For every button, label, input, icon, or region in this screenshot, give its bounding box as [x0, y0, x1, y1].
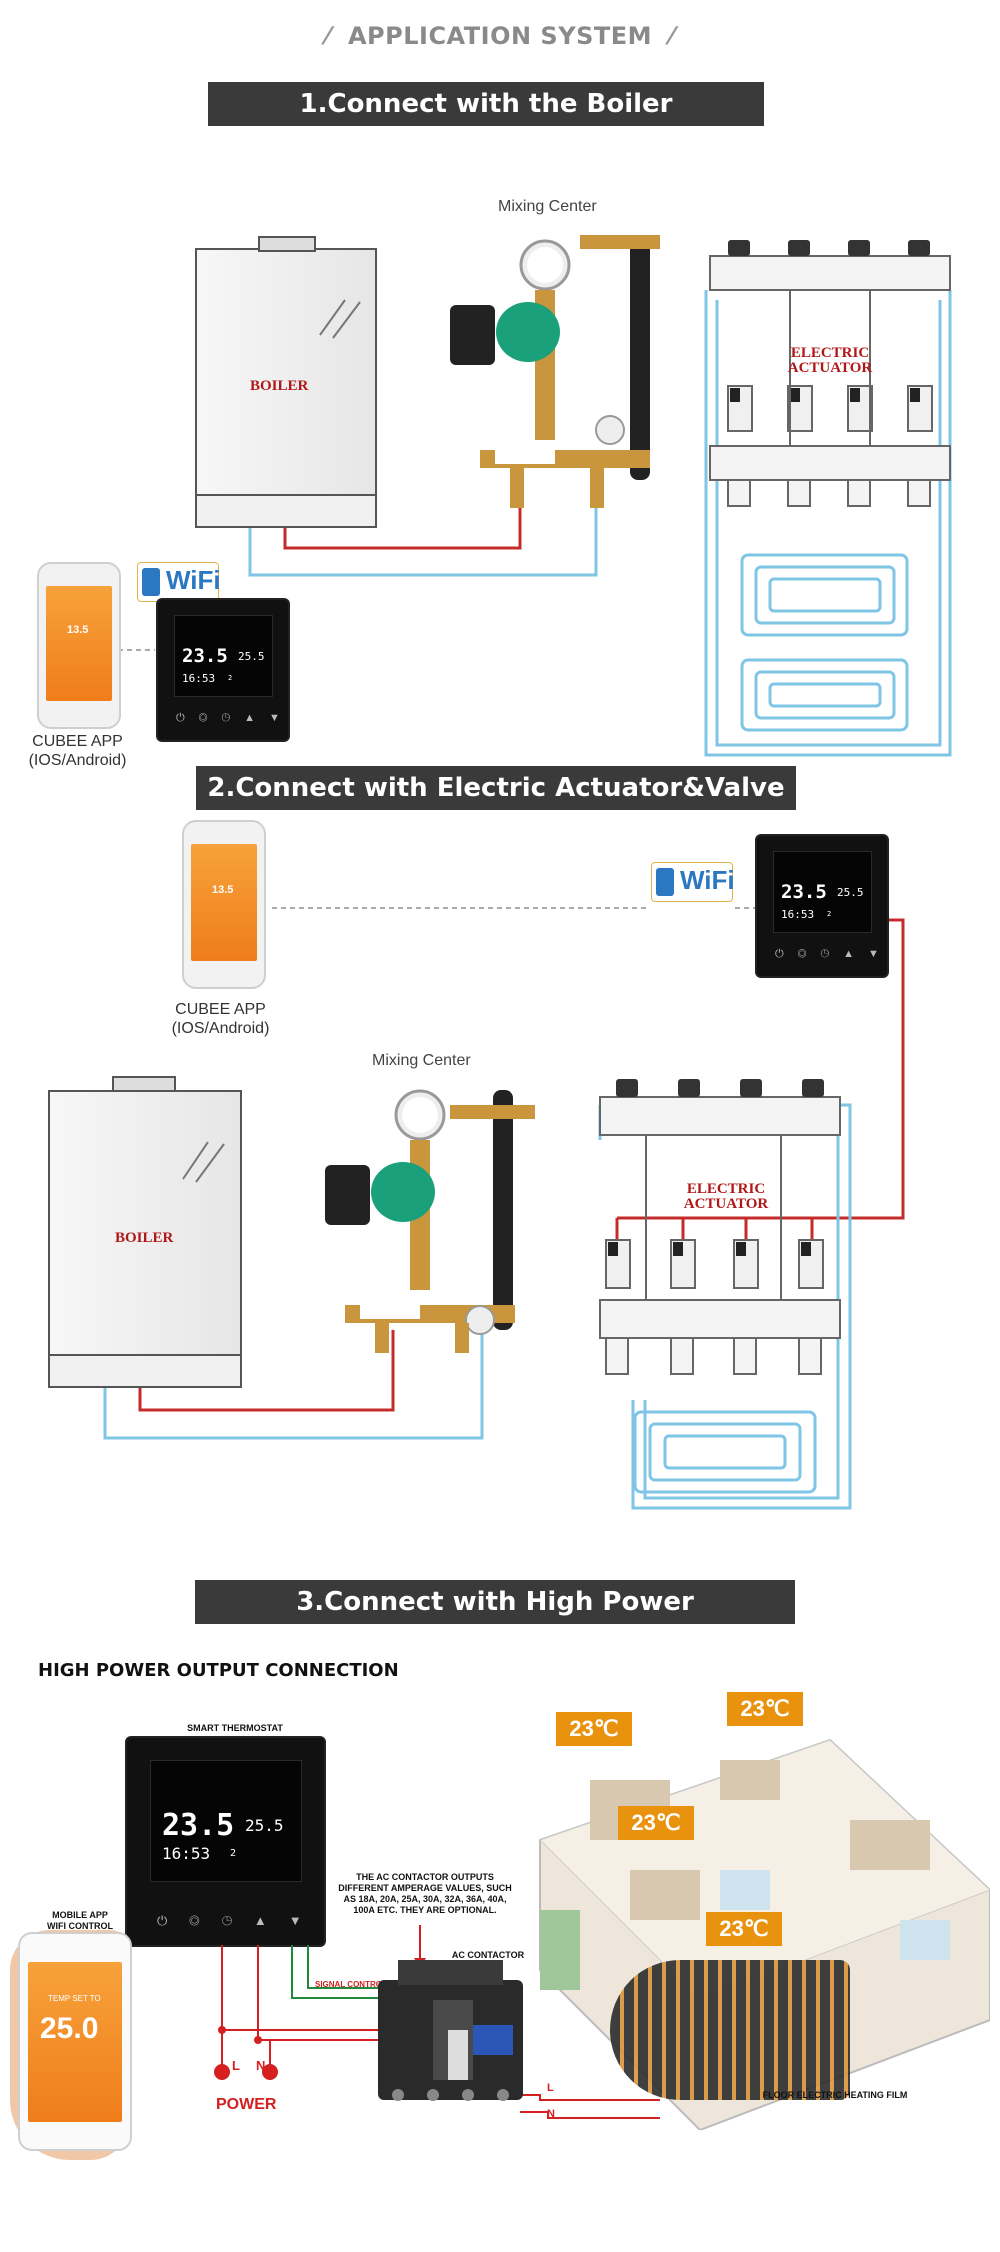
smart-thermostat-label: SMART THERMOSTAT [187, 1723, 283, 1733]
electric-actuator-label-2: ELECTRIC ACTUATOR [683, 1181, 769, 1212]
thermostat-buttons-1: ⏻◎◷▲▼ [176, 712, 294, 724]
manifold-1 [709, 240, 951, 507]
app-caption-1: CUBEE APP (IOS/Android) [20, 732, 135, 770]
boiler-top-1 [258, 236, 316, 252]
boiler-glass-icon [319, 299, 361, 339]
thermostat-day-2: 2 [827, 910, 832, 918]
thermostat-temp-1: 23.5 [182, 645, 228, 667]
phone-icon [142, 568, 160, 596]
thermostat-temp-2: 23.5 [781, 881, 827, 903]
pipes-section-1 [118, 290, 952, 757]
wifi-text-2: WiFi [680, 865, 735, 895]
section-3-header: 3.Connect with High Power [195, 1580, 795, 1624]
contactor-note: THE AC CONTACTOR OUTPUTS DIFFERENT AMPER… [338, 1872, 512, 1915]
phone-app-2: 13.5 [182, 820, 266, 989]
phone-app-1: 13.5 [37, 562, 121, 729]
section-1-header: 1.Connect with the Boiler [208, 82, 764, 126]
label-L: L [232, 2058, 240, 2073]
boiler-top-2 [112, 1076, 176, 1092]
app-name-1: CUBEE APP [32, 733, 123, 750]
mixing-center-label-1: Mixing Center [498, 198, 597, 215]
power-label: POWER [216, 2096, 277, 2113]
thermostat-time-2: 16:53 [781, 908, 815, 921]
app-name-2: CUBEE APP [175, 1001, 266, 1018]
thermostat-set-2: 25.5 [837, 886, 864, 899]
phone-screen-1 [46, 586, 112, 701]
boiler-unit-2: BOILER [48, 1090, 242, 1388]
wifi-text-1: WiFi [166, 565, 221, 595]
thermostat-screen-2 [773, 851, 872, 933]
high-power-heading: HIGH POWER OUTPUT CONNECTION [38, 1660, 399, 1681]
label-N-right: N [547, 2108, 555, 2120]
thermostat-buttons-2: ⏻◎◷▲▼ [775, 948, 893, 960]
phone-caption-3: TEMP SET TO [48, 1994, 101, 2003]
boiler-label-1: BOILER [250, 378, 309, 394]
room-temp-badge-1: 23℃ [556, 1712, 632, 1746]
thermostat-1: 23.5 25.5 16:53 2 ⏻◎◷▲▼ [158, 600, 288, 740]
mixing-center-label-2: Mixing Center [372, 1052, 471, 1069]
thermostat-2: 23.5 25.5 16:53 2 ⏻◎◷▲▼ [757, 836, 887, 976]
thermostat-buttons-3: ⏻◎◷▲▼ [157, 1913, 324, 1928]
signal-control-label: SIGNAL CONTROL OUTPUT [315, 1980, 422, 1989]
mobile-app-label: MOBILE APP WIFI CONTROL [47, 1910, 113, 1931]
mixing-center-1 [450, 235, 660, 508]
boiler-base-1 [195, 494, 377, 528]
thermostat-day-3: 2 [230, 1848, 237, 1859]
boiler-unit-1: BOILER [195, 248, 377, 528]
phone-big-temp: 25.0 [40, 2012, 99, 2045]
page-title-text: APPLICATION SYSTEM [347, 22, 653, 50]
thermostat-screen-1 [174, 615, 273, 697]
room-temp-badge-2: 23℃ [727, 1692, 803, 1726]
label-L-right: L [547, 2082, 554, 2094]
thermostat-set-1: 25.5 [238, 650, 265, 663]
phone-temp-1: 13.5 [67, 624, 89, 636]
wifi-badge-2: WiFi [651, 862, 735, 902]
heating-film-roll [610, 1960, 850, 2100]
app-caption-2: CUBEE APP (IOS/Android) [163, 1000, 278, 1038]
phone-screen-2 [191, 844, 257, 961]
thermostat-set-3: 25.5 [245, 1816, 284, 1835]
room-temp-badge-4: 23℃ [706, 1912, 782, 1946]
label-N: N [256, 2058, 266, 2073]
page-title: ⁄ APPLICATION SYSTEM ⁄ [325, 22, 675, 50]
boiler-glass-icon [182, 1141, 225, 1183]
app-platform-1: (IOS/Android) [28, 752, 127, 769]
thermostat-temp-3: 23.5 [162, 1808, 235, 1843]
room-temp-badge-3: 23℃ [618, 1806, 694, 1840]
ac-contactor-label: AC CONTACTOR [451, 1950, 525, 1960]
boiler-base-2 [48, 1354, 242, 1388]
thermostat-time-3: 16:53 [162, 1844, 211, 1863]
thermostat-screen-3 [150, 1760, 302, 1882]
floor-film-label: FLOOR ELECTRIC HEATING FILM [762, 2090, 908, 2100]
thermostat-day-1: 2 [228, 674, 233, 682]
wifi-badge-1: WiFi [137, 562, 221, 602]
manifold-2 [599, 1079, 841, 1375]
phone-temp-2: 13.5 [212, 884, 234, 896]
electric-actuator-label-1: ELECTRIC ACTUATOR [787, 345, 873, 376]
phone-app-3: TEMP SET TO 25.0 [18, 1932, 132, 2151]
ac-contactor [378, 1960, 523, 2101]
phone-screen-3 [28, 1962, 122, 2122]
boiler-label-2: BOILER [115, 1230, 174, 1246]
mixing-center-2 [325, 1089, 535, 1353]
phone-icon [656, 868, 674, 896]
section-2-header: 2.Connect with Electric Actuator&Valve [196, 766, 796, 810]
thermostat-3: 23.5 25.5 16:53 2 ⏻◎◷▲▼ [127, 1738, 324, 1945]
app-platform-2: (IOS/Android) [171, 1020, 270, 1037]
thermostat-time-1: 16:53 [182, 672, 216, 685]
